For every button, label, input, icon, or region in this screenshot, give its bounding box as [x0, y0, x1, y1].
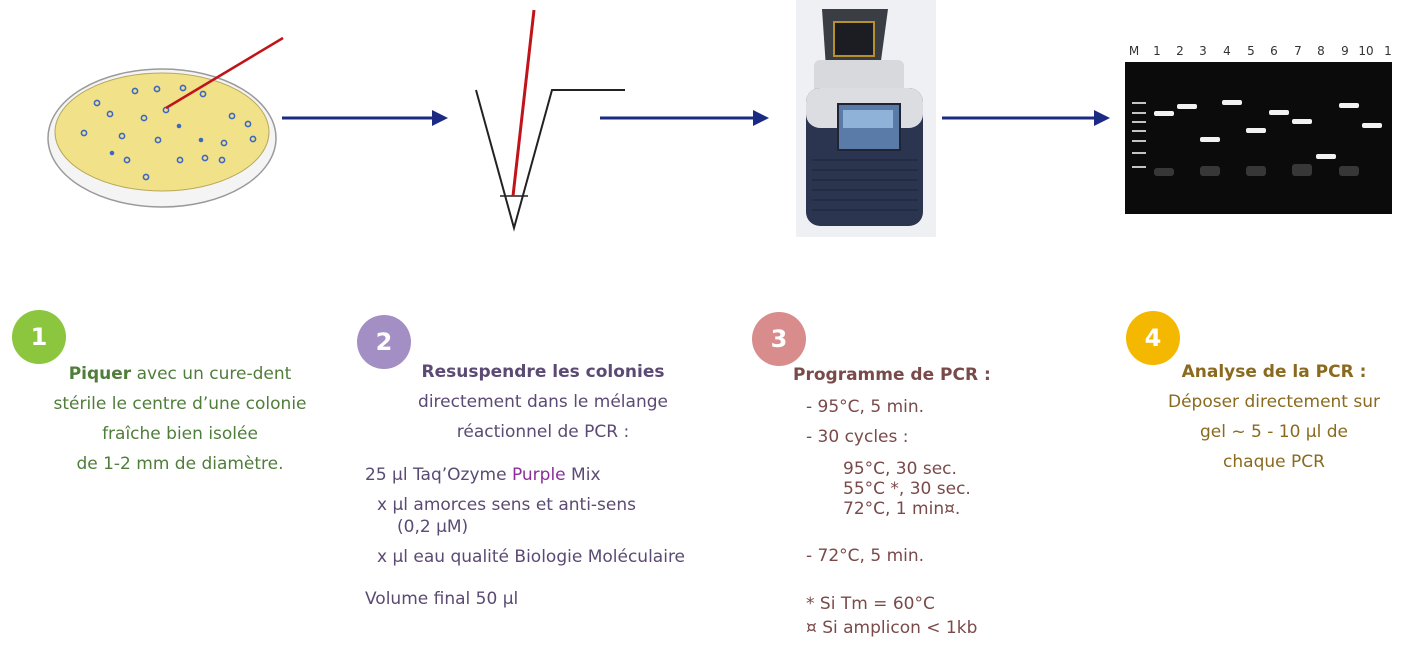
program-step: - 72°C, 5 min.: [806, 546, 925, 566]
step-2-header: Resuspendre les colonies directement dan…: [370, 357, 716, 447]
step-1-text: Piquer avec un cure-dent stérile le cent…: [20, 359, 340, 479]
step-number: 4: [1144, 324, 1162, 352]
step-number-badge: 4: [1126, 311, 1180, 365]
step-4-line: Déposer directement sur: [1168, 392, 1380, 412]
step-number: 1: [30, 323, 48, 351]
step-1-line: de 1-2 mm de diamètre.: [76, 454, 284, 474]
gel-lane-label: 2: [1176, 44, 1184, 58]
step-1-line: Piquer avec un cure-dent: [20, 359, 340, 389]
step-4-title: Analyse de la PCR :: [1181, 362, 1367, 382]
recipe-item: (0,2 µM): [397, 517, 469, 537]
gel-lane-label: 3: [1199, 44, 1207, 58]
mix-suffix: Mix: [565, 465, 601, 485]
gel-lane-label: 7: [1294, 44, 1302, 58]
program-step: - 95°C, 5 min.: [806, 397, 925, 417]
step-1-line: fraîche bien isolée: [102, 424, 258, 444]
program-note: ¤ Si amplicon < 1kb: [806, 618, 978, 638]
step-3-program: - 95°C, 5 min. - 30 cycles :: [806, 392, 1106, 452]
step-4-text: Analyse de la PCR : Déposer directement …: [1144, 357, 1404, 477]
final-volume: Volume final 50 µl: [365, 589, 519, 609]
mix-highlight: Purple: [511, 465, 566, 485]
recipe-item: x µl eau qualité Biologie Moléculaire: [377, 547, 686, 567]
gel-lane-label: 8: [1317, 44, 1325, 58]
arrow-right-icon: [942, 110, 1110, 126]
step-number: 2: [375, 328, 393, 356]
step-1-line-rest: avec un cure-dent: [131, 364, 292, 384]
pcr-tube-icon: [475, 9, 625, 232]
program-step: - 30 cycles :: [806, 427, 909, 447]
gel-lane-label: 9: [1341, 44, 1349, 58]
step-2-line: réactionnel de PCR :: [456, 422, 630, 442]
step-1-action: Piquer: [68, 364, 132, 384]
step-number-badge: 2: [357, 315, 411, 369]
gel-lane-label: 4: [1223, 44, 1231, 58]
gel-lane-label: 10: [1358, 44, 1373, 58]
cycle-steps: 95°C, 30 sec. 55°C *, 30 sec. 72°C, 1 mi…: [843, 459, 1103, 519]
mix-line: 25 µl Taq’Ozyme Purple Mix: [365, 462, 785, 488]
step-2-line: directement dans le mélange: [418, 392, 668, 412]
step-4-line: chaque PCR: [1223, 452, 1325, 472]
gel-lane-label: 1: [1153, 44, 1161, 58]
program-notes: * Si Tm = 60°C ¤ Si amplicon < 1kb: [806, 592, 1106, 640]
step-3-title: Programme de PCR :: [793, 365, 991, 385]
petri-dish-icon: [47, 36, 284, 208]
thermocycler-icon: [796, 0, 936, 237]
gel-lane-label: M: [1129, 44, 1139, 58]
step-1-line: stérile le centre d’une colonie: [53, 394, 307, 414]
step-2-recipe: 25 µl Taq’Ozyme Purple Mix x µl amorces …: [365, 462, 785, 612]
gel-lane-label: 6: [1270, 44, 1278, 58]
step-number: 3: [770, 325, 788, 353]
program-note: * Si Tm = 60°C: [806, 594, 935, 614]
step-number-badge: 3: [752, 312, 806, 366]
cycle-step: 55°C *, 30 sec.: [843, 479, 971, 499]
arrow-right-icon: [282, 110, 448, 126]
cycle-step: 95°C, 30 sec.: [843, 459, 957, 479]
step-number-badge: 1: [12, 310, 66, 364]
mix-prefix: 25 µl Taq’Ozyme: [365, 465, 512, 485]
gel-lane-label: 1: [1384, 44, 1392, 58]
gel-lane-label: 5: [1247, 44, 1255, 58]
step-4-line: gel ~ 5 - 10 µl de: [1199, 422, 1348, 442]
cycle-step: 72°C, 1 min¤.: [843, 499, 961, 519]
recipe-item: x µl amorces sens et anti-sens: [377, 495, 637, 515]
step-2-title: Resuspendre les colonies: [421, 362, 665, 382]
arrow-right-icon: [600, 110, 769, 126]
